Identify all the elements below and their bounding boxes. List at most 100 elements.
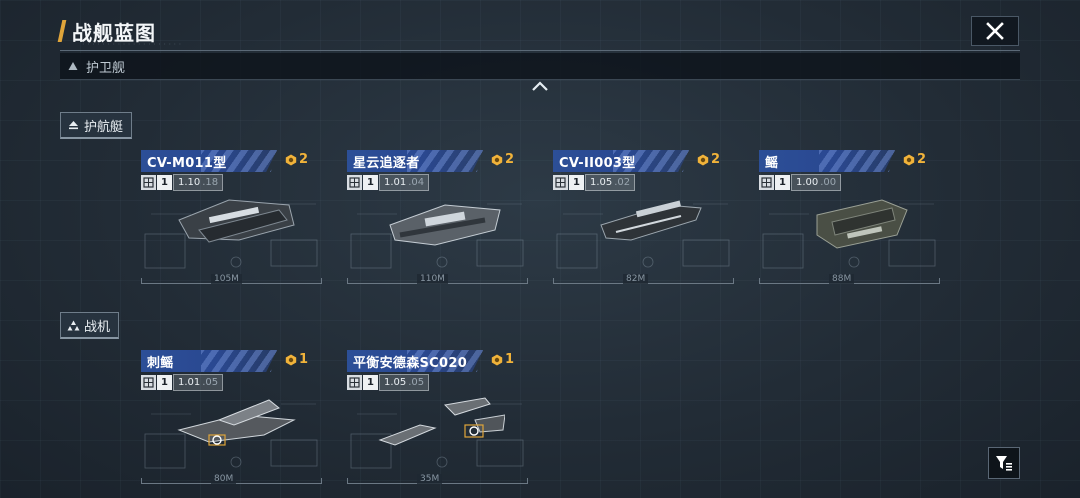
chevron-up-icon[interactable] [530, 80, 550, 92]
blueprint-count-badge: 2 [285, 152, 308, 167]
blueprint-count: 1 [299, 352, 309, 367]
blueprint-count-badge: 2 [903, 152, 926, 167]
stat-decimal: .05 [202, 377, 219, 388]
blueprint-count: 2 [917, 152, 927, 167]
blueprint-coin-icon [285, 354, 297, 365]
header-divider [60, 50, 1020, 51]
stat-main: 1.10 [177, 177, 201, 188]
scale-tick [347, 478, 348, 484]
card-header-bar [141, 350, 277, 372]
ship-level: 1 [775, 175, 790, 190]
stat-main: 1.01 [177, 377, 201, 388]
card-header-stripes [201, 350, 277, 372]
ship-stat-row: 1 1.10.18 [141, 174, 224, 191]
blueprint-card[interactable]: 平衡安德森SC020 1 1 1.05.05 [347, 350, 529, 498]
section-label: 护卫舰 [86, 60, 126, 76]
ship-length: 80M [211, 474, 237, 484]
blueprint-card[interactable]: CV-II003型 2 1 1.05.02 [553, 150, 735, 298]
blueprint-card[interactable]: 星云追逐者 2 1 1.01.04 [347, 150, 529, 298]
ship-stat-value: 1.05.05 [378, 374, 430, 391]
card-header-bar [553, 150, 689, 172]
blueprint-schematic [144, 203, 318, 269]
ship-name: 刺鳐 [147, 356, 174, 371]
blueprint-schematic [350, 403, 524, 469]
ship-length: 82M [623, 274, 649, 284]
close-icon [986, 22, 1004, 40]
blueprint-coin-icon [285, 154, 297, 165]
blueprint-count: 2 [505, 152, 515, 167]
scale-tick [321, 478, 322, 484]
blueprint-count: 1 [505, 352, 515, 367]
card-header-bar [141, 150, 277, 172]
stat-main: 1.00 [795, 177, 819, 188]
blueprint-schematic [556, 203, 730, 269]
scale-tick [347, 278, 348, 284]
ship-length: 110M [417, 274, 448, 284]
card-header-stripes [613, 150, 689, 172]
ship-level: 1 [363, 175, 378, 190]
ship-model-image [178, 199, 295, 243]
blueprint-count-badge: 2 [491, 152, 514, 167]
blueprint-count: 2 [299, 152, 309, 167]
page-header: 战舰蓝图 [57, 16, 156, 46]
close-button[interactable] [971, 16, 1019, 46]
card-header-stripes [201, 150, 277, 172]
ship-name: 平衡安德森SC020 [353, 356, 468, 371]
scale-tick [553, 278, 554, 284]
group-label-text: 护航艇 [84, 119, 124, 135]
blueprint-coin-icon [697, 154, 709, 165]
ship-name: CV-II003型 [559, 156, 636, 171]
ship-class-icon [349, 177, 360, 188]
escort-icon [69, 120, 78, 129]
blueprint-count: 2 [711, 152, 721, 167]
ship-model-image [378, 397, 505, 446]
scale-tick [733, 278, 734, 284]
stat-main: 1.01 [383, 177, 407, 188]
ship-stat-row: 1 1.01.04 [347, 174, 430, 191]
blueprint-count-badge: 1 [285, 352, 308, 367]
ship-type-icon [347, 375, 362, 390]
blueprint-schematic [350, 203, 524, 269]
stat-main: 1.05 [383, 377, 407, 388]
blueprint-card[interactable]: 鳐 2 1 1.00.00 [759, 150, 941, 298]
card-header-stripes [407, 150, 483, 172]
ship-type-icon [141, 375, 156, 390]
ship-class-icon [349, 377, 360, 388]
group-label-text: 战机 [84, 319, 111, 335]
group-label-fighter: 战机 [60, 312, 120, 339]
ship-class-icon [143, 177, 154, 188]
ship-level: 1 [363, 375, 378, 390]
filter-icon [996, 456, 1012, 471]
blueprint-schematic [762, 203, 936, 269]
scale-tick [527, 278, 528, 284]
blueprint-coin-icon [491, 154, 503, 165]
ship-level: 1 [157, 375, 172, 390]
ship-length: 35M [417, 474, 443, 484]
ship-model-image [816, 199, 908, 249]
stat-decimal: .02 [614, 177, 631, 188]
ship-class-icon [555, 177, 566, 188]
blueprint-coin-icon [491, 354, 503, 365]
card-header-stripes [407, 350, 483, 372]
blueprint-coin-icon [903, 154, 915, 165]
card-header-bar [347, 150, 483, 172]
ship-name: 鳐 [765, 156, 779, 171]
blueprint-card[interactable]: 刺鳐 1 1 1.01.05 [141, 350, 323, 498]
ship-level: 1 [569, 175, 584, 190]
section-header-frigate[interactable]: 护卫舰 [60, 53, 1020, 80]
bg-decor-text: · · · · · · · · · · · · · · · · · · · · [82, 40, 182, 49]
ship-stat-value: 1.01.04 [378, 174, 430, 191]
blueprint-count-badge: 2 [697, 152, 720, 167]
fighter-icon [67, 320, 80, 330]
ship-stat-row: 1 1.00.00 [759, 174, 842, 191]
stat-main: 1.05 [589, 177, 613, 188]
scale-tick [321, 278, 322, 284]
ship-stat-row: 1 1.05.02 [553, 174, 636, 191]
blueprint-card[interactable]: CV-M011型 2 1 1.10.18 [141, 150, 323, 298]
card-header-bar [347, 350, 483, 372]
triangle-up-icon [68, 62, 78, 70]
filter-button[interactable] [988, 447, 1020, 479]
ship-name: CV-M011型 [147, 156, 227, 171]
ship-class-icon [761, 177, 772, 188]
card-header-stripes [819, 150, 895, 172]
